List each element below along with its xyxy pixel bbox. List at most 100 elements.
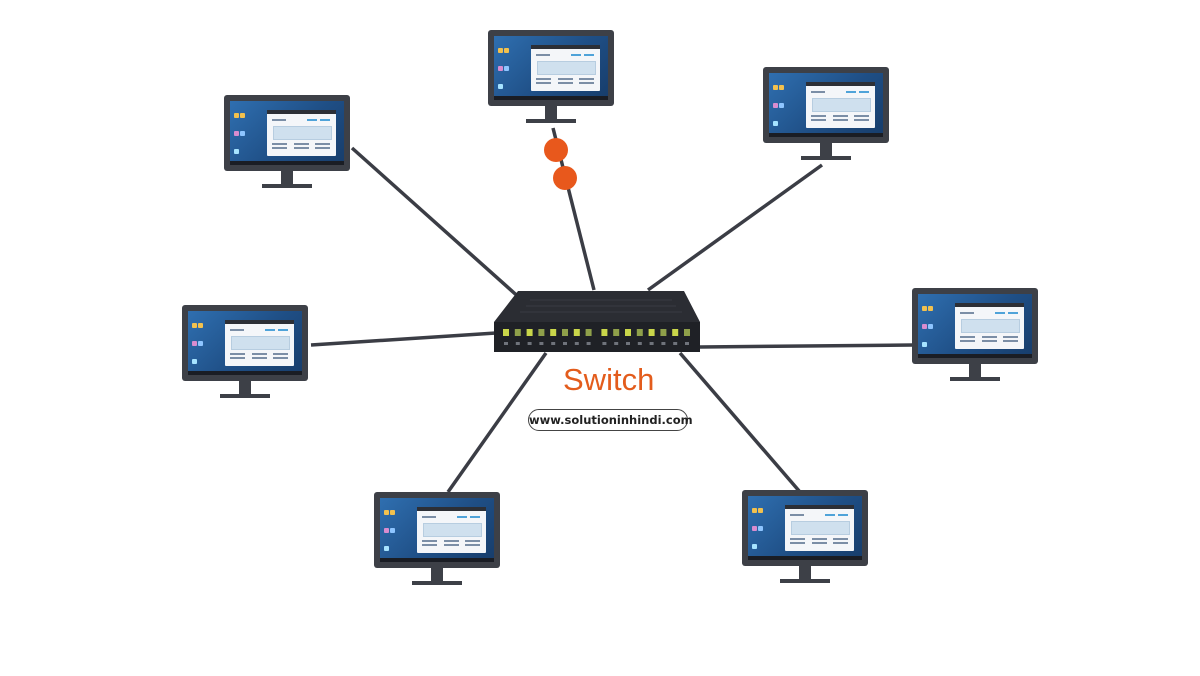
switch-port-led — [539, 342, 544, 345]
taskbar — [188, 371, 302, 375]
cable-top-right — [646, 163, 824, 292]
switch-port — [636, 329, 643, 336]
desktop-app-icons — [752, 501, 766, 555]
switch-port — [538, 329, 545, 336]
monitor-screen — [188, 311, 302, 375]
monitor-neck — [281, 171, 293, 185]
monitor-screen — [769, 73, 883, 137]
switch-port — [613, 329, 620, 336]
desktop-app-icons — [773, 78, 787, 132]
switch-port — [660, 329, 667, 336]
monitor-bezel — [182, 305, 308, 381]
switch-port-led — [563, 342, 567, 345]
monitor-stand — [526, 119, 576, 123]
monitor-stand — [780, 579, 830, 583]
monitor-screen — [380, 498, 494, 562]
switch-port-led — [649, 342, 654, 345]
app-window — [955, 303, 1024, 349]
monitor-screen — [918, 294, 1032, 358]
app-window — [531, 45, 600, 91]
cable-bottom-left — [446, 351, 548, 494]
switch-port-led — [602, 342, 607, 345]
computer-middle-right — [912, 288, 1042, 388]
switch-port — [648, 329, 655, 336]
monitor-neck — [969, 364, 981, 378]
taskbar — [380, 558, 494, 562]
monitor-screen — [230, 101, 344, 165]
switch-port — [562, 329, 568, 336]
switch-port-led — [527, 342, 532, 345]
switch-port — [573, 329, 580, 336]
taskbar — [769, 133, 883, 137]
monitor-neck — [239, 381, 251, 395]
monitor-stand — [220, 394, 270, 398]
cable-top-left — [350, 146, 524, 302]
app-window — [806, 82, 875, 128]
switch-port-led — [574, 342, 579, 345]
app-window — [225, 320, 294, 366]
app-window — [417, 507, 486, 553]
monitor-bezel — [224, 95, 350, 171]
switch-port — [526, 329, 533, 336]
monitor-bezel — [912, 288, 1038, 364]
monitor-neck — [820, 143, 832, 157]
desktop-app-icons — [192, 316, 206, 370]
taskbar — [918, 354, 1032, 358]
computer-top-left — [224, 95, 354, 195]
monitor-bezel — [742, 490, 868, 566]
switch-port-led — [685, 342, 689, 345]
switch-port-led — [626, 342, 630, 345]
desktop-app-icons — [234, 106, 248, 160]
cable-middle-left — [310, 331, 497, 347]
desktop-app-icons — [498, 41, 512, 95]
desktop-app-icons — [922, 299, 936, 353]
switch-port-led — [661, 342, 666, 345]
switch-port-led — [551, 342, 556, 345]
switch-port — [503, 329, 509, 336]
switch-port — [625, 329, 631, 336]
desktop-app-icons — [384, 503, 398, 557]
switch-port-led — [586, 342, 591, 345]
computer-top-center — [488, 30, 618, 130]
switch-port — [601, 329, 608, 336]
computer-bottom-right — [742, 490, 872, 590]
monitor-screen — [748, 496, 862, 560]
data-packet-1 — [544, 138, 568, 162]
switch-port-led — [515, 342, 520, 345]
app-window — [267, 110, 336, 156]
switch-port — [684, 329, 690, 336]
switch-label: Switch — [563, 362, 655, 397]
switch-port — [550, 329, 557, 336]
switch-port — [672, 329, 679, 336]
switch-port-led — [637, 342, 642, 345]
data-packet-2 — [553, 166, 577, 190]
taskbar — [748, 556, 862, 560]
computer-top-right — [763, 67, 893, 167]
computer-bottom-left — [374, 492, 504, 592]
switch-port — [514, 329, 521, 336]
monitor-neck — [545, 106, 557, 120]
monitor-stand — [950, 377, 1000, 381]
monitor-stand — [412, 581, 462, 585]
monitor-bezel — [763, 67, 889, 143]
computer-middle-left — [182, 305, 312, 405]
website-badge: www.solutioninhindi.com — [528, 409, 693, 431]
switch-port-led — [673, 342, 678, 345]
app-window — [785, 505, 854, 551]
switch-port-led — [614, 342, 619, 345]
monitor-bezel — [488, 30, 614, 106]
cable-middle-right — [699, 343, 914, 349]
cable-bottom-right — [678, 351, 802, 494]
taskbar — [494, 96, 608, 100]
monitor-neck — [799, 566, 811, 580]
monitor-bezel — [374, 492, 500, 568]
monitor-stand — [801, 156, 851, 160]
monitor-screen — [494, 36, 608, 100]
taskbar — [230, 161, 344, 165]
monitor-neck — [431, 568, 443, 582]
switch-port-led — [504, 342, 508, 345]
switch-port — [585, 329, 592, 336]
network-switch-icon — [494, 291, 700, 352]
